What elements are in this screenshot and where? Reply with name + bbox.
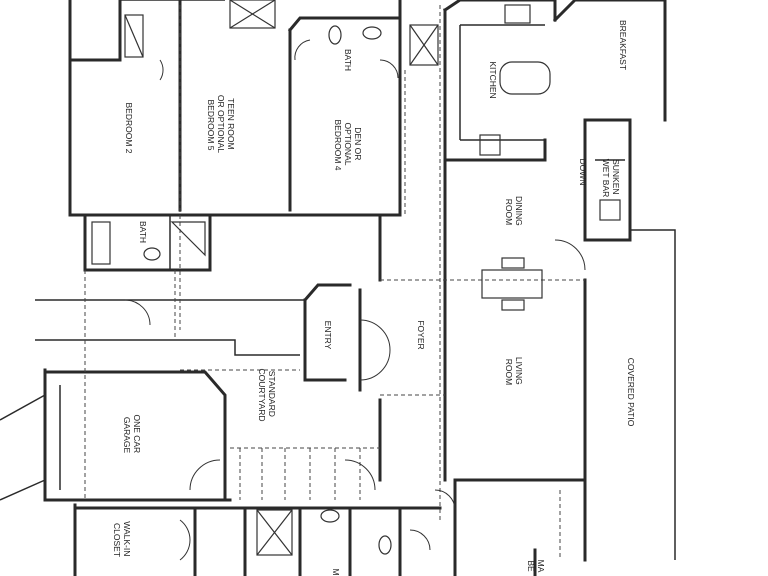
label-entry: ENTRY (323, 321, 333, 350)
label-partial-ma: MA (536, 560, 546, 573)
label-bedroom-2: BEDROOM 2 (124, 102, 134, 153)
label-partial-m: M (331, 568, 341, 575)
label-garage: ONE CAR GARAGE (122, 414, 142, 455)
label-down: DOWN (578, 159, 588, 186)
label-bath-upper: BATH (343, 49, 353, 71)
label-standard-courtyard: STANDARD COURTYARD (257, 368, 277, 421)
label-dining-room: DINING ROOM (504, 196, 524, 228)
dashed-lines (84, 5, 585, 560)
label-teen-room: TEEN ROOM OR OPTIONAL BEDROOM 5 (206, 95, 236, 155)
label-breakfast: BREAKFAST (618, 20, 628, 70)
room-labels: BEDROOM 2 TEEN ROOM OR OPTIONAL BEDROOM … (112, 20, 636, 576)
doors (124, 39, 586, 561)
label-foyer: FOYER (416, 320, 426, 349)
walls (0, 0, 676, 576)
label-bath-lower: BATH (138, 221, 148, 243)
label-kitchen: KITCHEN (488, 61, 498, 98)
label-sunken-wet-bar: SUNKEN WET BAR (601, 159, 621, 198)
fixtures (91, 0, 621, 556)
label-den: DEN OR OPTIONAL BEDROOM 4 (333, 119, 363, 170)
label-walk-in-closet: WALK-IN CLOSET (112, 521, 132, 558)
label-partial-be: BE (526, 560, 536, 572)
label-covered-patio: COVERED PATIO (626, 358, 636, 427)
label-living-room: LIVING ROOM (504, 357, 524, 387)
